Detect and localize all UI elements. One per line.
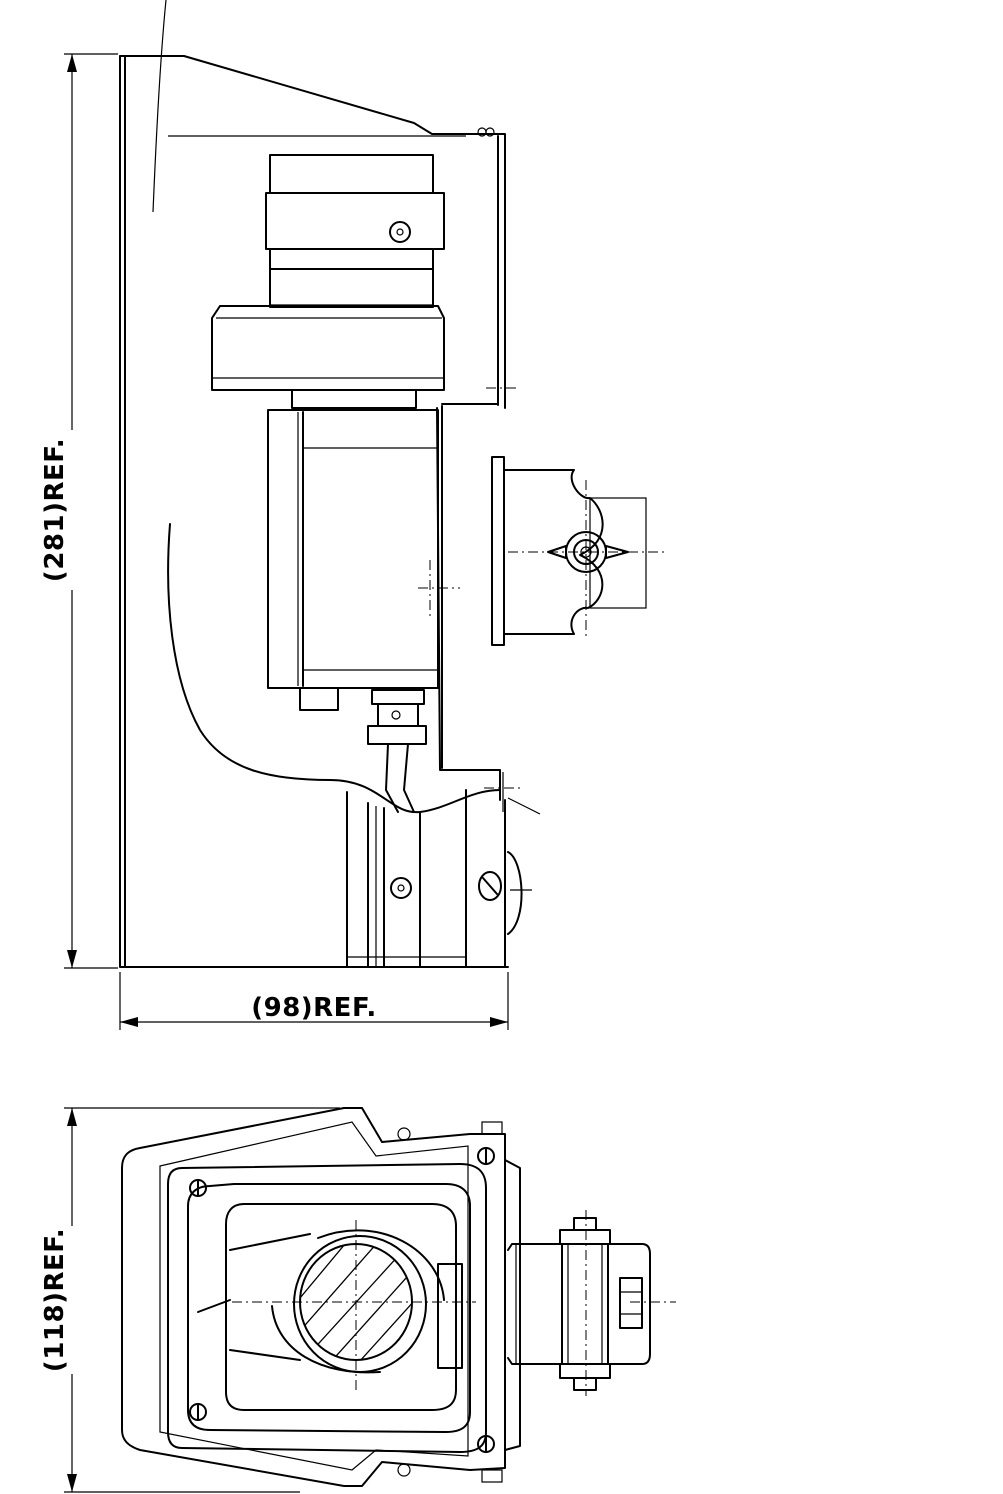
dimension-label-depth: (118)REF. bbox=[40, 1228, 70, 1372]
lower-rail bbox=[346, 789, 506, 968]
camera-body bbox=[267, 409, 439, 711]
lens-hatch bbox=[300, 1244, 412, 1360]
centerlines-front bbox=[232, 1210, 676, 1396]
front-frame bbox=[167, 1163, 487, 1453]
leader-line-top bbox=[152, 0, 167, 213]
side-view: (281)REF. (98)REF. bbox=[36, 0, 668, 1030]
corner-screw-icon bbox=[189, 1147, 495, 1453]
dimension-label-width: (98)REF. bbox=[251, 993, 377, 1023]
lens-front bbox=[197, 1229, 463, 1374]
lens-screw-icon bbox=[389, 221, 411, 243]
rail-screw-icon bbox=[390, 877, 412, 899]
lens-mount bbox=[211, 305, 445, 391]
front-hood bbox=[121, 1107, 521, 1487]
dimension-width: (98)REF. bbox=[119, 972, 509, 1030]
front-view: (118)REF. bbox=[36, 1107, 676, 1493]
dimension-depth: (118)REF. bbox=[36, 1107, 340, 1493]
break-line bbox=[167, 523, 501, 814]
housing-outline bbox=[119, 55, 509, 968]
mounting-plate bbox=[436, 403, 505, 801]
side-knob bbox=[478, 851, 532, 935]
inner-window bbox=[225, 1203, 457, 1411]
mount-ring bbox=[291, 389, 417, 409]
centerlines-side bbox=[418, 387, 668, 815]
dimension-label-height: (281)REF. bbox=[40, 438, 70, 582]
camera-lens bbox=[265, 154, 445, 308]
dimension-height: (281)REF. bbox=[36, 53, 118, 969]
front-clamp bbox=[507, 1217, 651, 1391]
hex-nut-icon bbox=[573, 1217, 597, 1391]
